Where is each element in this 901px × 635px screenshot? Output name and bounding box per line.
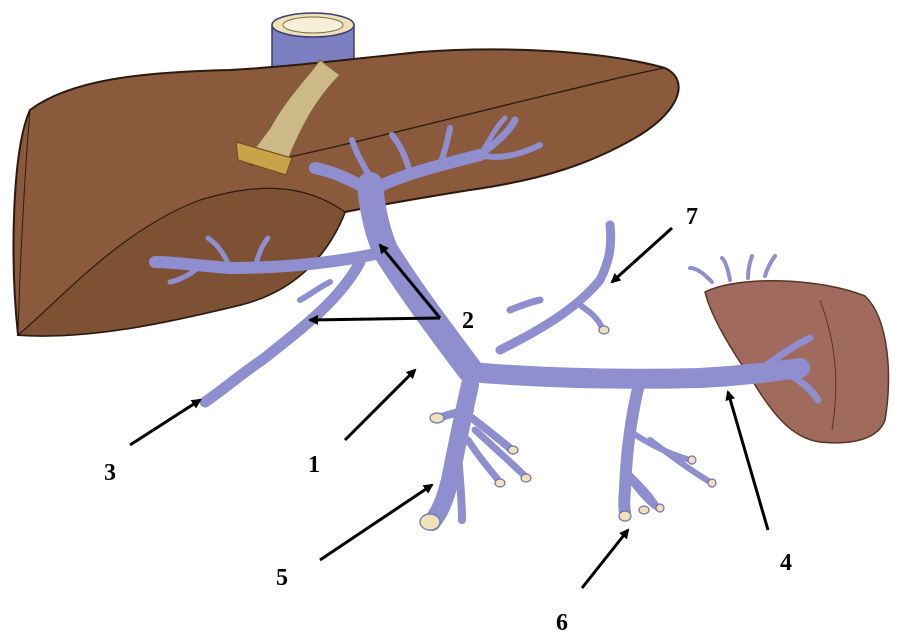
label-4: 4: [780, 550, 792, 576]
arrow-6: [582, 530, 628, 588]
arrow-5: [320, 485, 432, 560]
arrow-3: [130, 400, 200, 445]
arrow-7: [612, 228, 672, 282]
label-2: 2: [462, 308, 474, 334]
label-5: 5: [276, 565, 288, 591]
label-6: 6: [556, 610, 568, 635]
label-3: 3: [104, 460, 116, 486]
arrow-4: [728, 392, 768, 530]
label-1: 1: [308, 452, 320, 478]
label-7: 7: [686, 204, 698, 230]
arrow-1: [345, 370, 415, 440]
arrow-2-lower: [310, 318, 440, 320]
liver: [14, 49, 679, 335]
